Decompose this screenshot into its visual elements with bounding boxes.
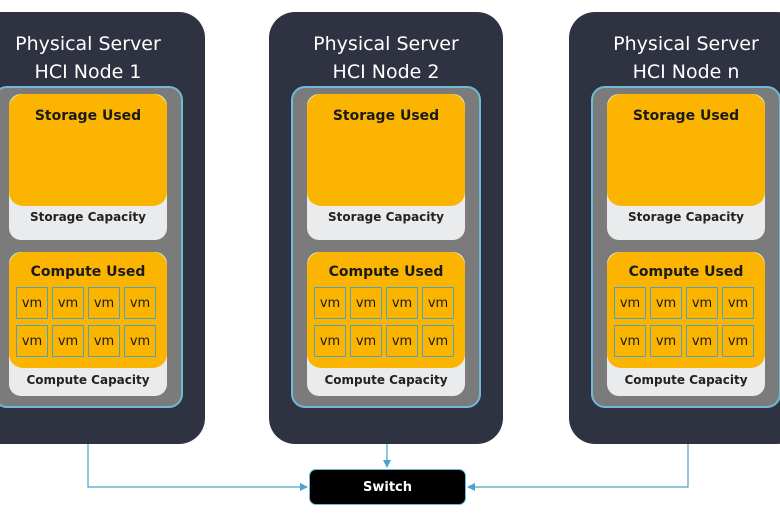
link-node-n bbox=[467, 444, 689, 491]
storage-capacity: Storage Used Storage Capacity bbox=[607, 94, 765, 240]
compute-used: Compute Used vm vm vm vm vm vm vm vm bbox=[9, 252, 167, 368]
node-title-line1: Physical Server bbox=[15, 33, 161, 55]
vm-box: vm bbox=[650, 325, 682, 357]
hci-node-2: Physical Server HCI Node 2 Storage Used … bbox=[269, 12, 503, 444]
node-title-line2: HCI Node 1 bbox=[34, 61, 142, 83]
node-title-line2: HCI Node 2 bbox=[332, 61, 440, 83]
storage-capacity-label: Storage Capacity bbox=[328, 210, 444, 224]
node-title-line1: Physical Server bbox=[613, 33, 759, 55]
node-title-line1: Physical Server bbox=[313, 33, 459, 55]
node-title: Physical Server HCI Node 1 bbox=[0, 30, 205, 86]
vm-box: vm bbox=[16, 287, 48, 319]
compute-capacity: Compute Used vm vm vm vm vm vm vm vm Com… bbox=[9, 252, 167, 396]
hci-node-n: Physical Server HCI Node n Storage Used … bbox=[569, 12, 780, 444]
vm-box: vm bbox=[124, 325, 156, 357]
compute-used: Compute Used vm vm vm vm vm vm vm vm bbox=[607, 252, 765, 368]
vm-box: vm bbox=[722, 325, 754, 357]
vm-box: vm bbox=[422, 287, 454, 319]
compute-capacity-label: Compute Capacity bbox=[324, 373, 448, 387]
vm-grid: vm vm vm vm vm vm vm vm bbox=[314, 287, 458, 357]
link-node-1 bbox=[87, 444, 308, 491]
storage-used: Storage Used bbox=[9, 94, 167, 206]
vm-grid: vm vm vm vm vm vm vm vm bbox=[16, 287, 160, 357]
vm-box: vm bbox=[52, 287, 84, 319]
hci-node-1: Physical Server HCI Node 1 Storage Used … bbox=[0, 12, 205, 444]
vm-box: vm bbox=[350, 287, 382, 319]
node-title-line2: HCI Node n bbox=[632, 61, 740, 83]
vm-box: vm bbox=[314, 325, 346, 357]
storage-capacity: Storage Used Storage Capacity bbox=[9, 94, 167, 240]
compute-capacity: Compute Used vm vm vm vm vm vm vm vm Com… bbox=[307, 252, 465, 396]
vm-box: vm bbox=[88, 325, 120, 357]
compute-capacity-label: Compute Capacity bbox=[624, 373, 748, 387]
network-switch: Switch bbox=[309, 469, 466, 505]
storage-used: Storage Used bbox=[607, 94, 765, 206]
vm-box: vm bbox=[686, 325, 718, 357]
vm-box: vm bbox=[722, 287, 754, 319]
compute-used-label: Compute Used bbox=[628, 264, 744, 280]
vm-box: vm bbox=[124, 287, 156, 319]
compute-used: Compute Used vm vm vm vm vm vm vm vm bbox=[307, 252, 465, 368]
vm-box: vm bbox=[314, 287, 346, 319]
storage-used-label: Storage Used bbox=[632, 108, 740, 124]
node-resources: Storage Used Storage Capacity Compute Us… bbox=[591, 86, 780, 408]
compute-capacity-label: Compute Capacity bbox=[26, 373, 150, 387]
node-title: Physical Server HCI Node 2 bbox=[269, 30, 503, 86]
vm-grid: vm vm vm vm vm vm vm vm bbox=[614, 287, 758, 357]
storage-capacity: Storage Used Storage Capacity bbox=[307, 94, 465, 240]
storage-used: Storage Used bbox=[307, 94, 465, 206]
node-resources: Storage Used Storage Capacity Compute Us… bbox=[0, 86, 183, 408]
storage-capacity-label: Storage Capacity bbox=[30, 210, 146, 224]
vm-box: vm bbox=[686, 287, 718, 319]
node-resources: Storage Used Storage Capacity Compute Us… bbox=[291, 86, 481, 408]
switch-label: Switch bbox=[362, 479, 412, 495]
compute-used-label: Compute Used bbox=[328, 264, 444, 280]
storage-capacity-label: Storage Capacity bbox=[628, 210, 744, 224]
vm-box: vm bbox=[614, 287, 646, 319]
vm-box: vm bbox=[614, 325, 646, 357]
storage-used-label: Storage Used bbox=[332, 108, 440, 124]
vm-box: vm bbox=[386, 325, 418, 357]
vm-box: vm bbox=[52, 325, 84, 357]
vm-box: vm bbox=[386, 287, 418, 319]
compute-used-label: Compute Used bbox=[30, 264, 146, 280]
vm-box: vm bbox=[650, 287, 682, 319]
vm-box: vm bbox=[88, 287, 120, 319]
vm-box: vm bbox=[350, 325, 382, 357]
vm-box: vm bbox=[422, 325, 454, 357]
node-title: Physical Server HCI Node n bbox=[569, 30, 780, 86]
vm-box: vm bbox=[16, 325, 48, 357]
compute-capacity: Compute Used vm vm vm vm vm vm vm vm Com… bbox=[607, 252, 765, 396]
storage-used-label: Storage Used bbox=[34, 108, 142, 124]
